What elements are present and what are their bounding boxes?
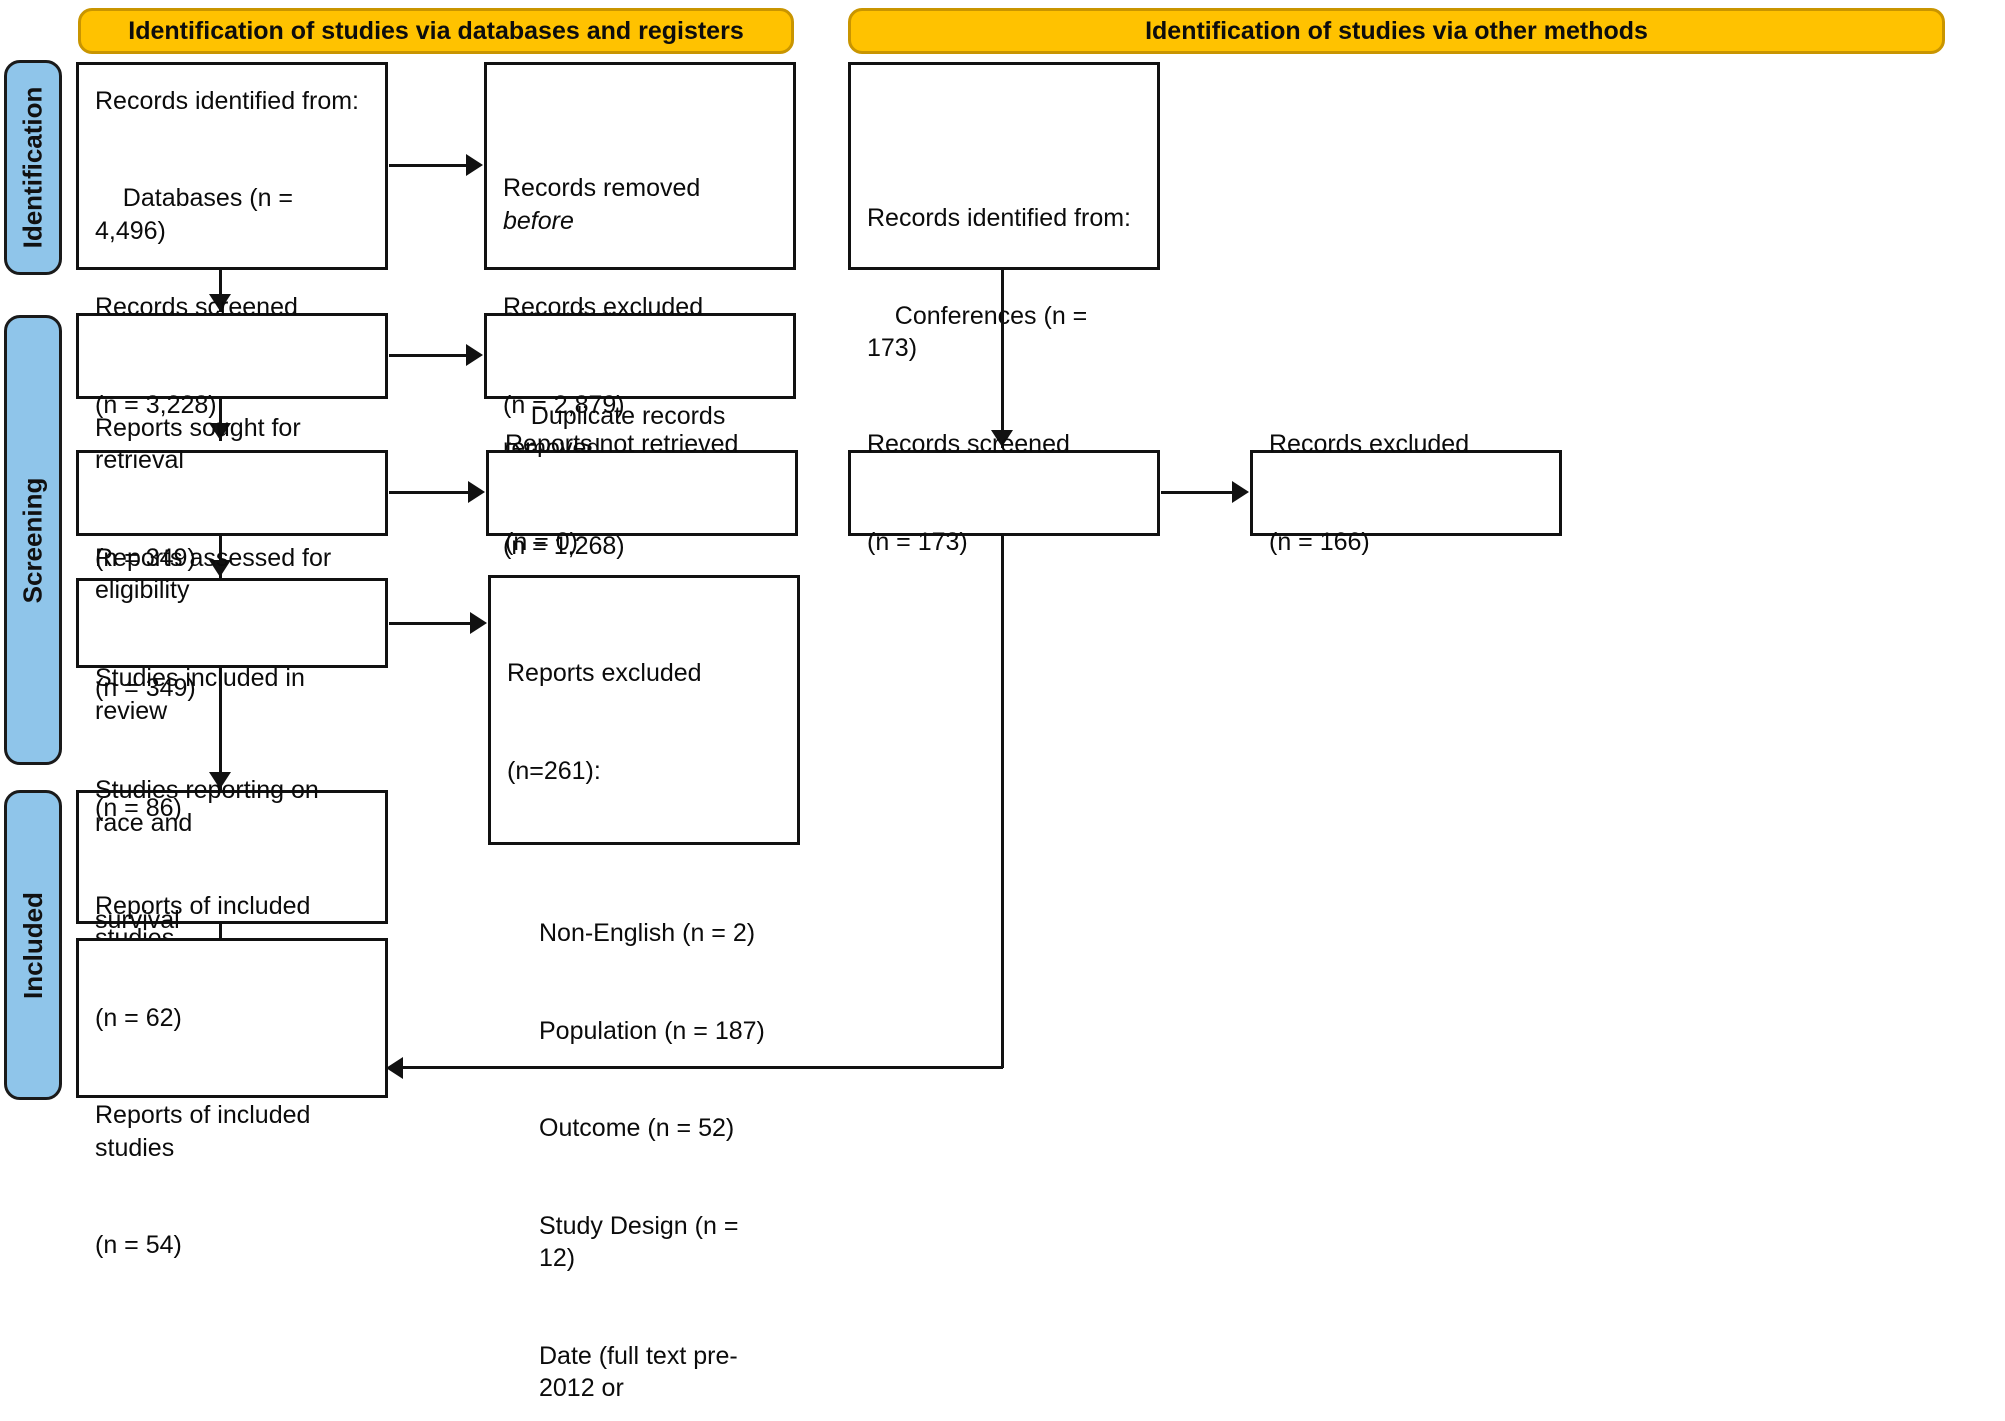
connector-assessed-to-included [219,668,222,790]
section-header-other-methods-label: Identification of studies via other meth… [1145,16,1648,45]
reports-sought-line2: (n = 349) [95,543,196,572]
reports-assessed-line1: Reports assessed for eligibility [95,543,339,605]
arrowhead-sought-to-not-retrieved [468,481,485,503]
arrowhead-sought-to-assessed [209,560,231,577]
reports-excluded-header1: Reports excluded [507,659,702,687]
box-records-screened-other: Records screened (n = 173) [848,430,1160,556]
stage-label-included: Included [17,891,48,999]
box-reports-assessed: Reports assessed for eligibility (n = 34… [76,544,388,702]
reports-excluded-reason: Population (n = 187) [539,1016,765,1045]
box-reports-sought: Reports sought for retrieval (n = 349) [76,414,388,572]
records-screened-other-line2: (n = 173) [867,527,968,556]
records-removed-line1-italic: before [503,206,574,235]
connector-assessed-to-excluded [389,622,471,625]
records-screened-db-line2: (n = 3,228) [95,390,217,419]
box-reports-not-retrieved: Reports not retrieved (n = 0) [486,430,798,556]
box-records-removed-before-screening: Records removed before screening: Duplic… [484,62,796,560]
arrowhead-screened-to-sought [209,423,231,440]
box-records-identified-other: Records identified from: Conferences (n … [848,62,1160,362]
arrowhead-other-to-included [386,1057,403,1079]
studies-race-survival-line5: (n = 54) [95,1231,182,1260]
reports-excluded-reason: Date (full text pre-2012 or [539,1341,738,1403]
connector-screened-other-to-excluded-other [1161,491,1233,494]
studies-race-survival-line4: Reports of included studies [95,1101,318,1162]
section-header-other-methods: Identification of studies via other meth… [848,8,1945,54]
connector-screened-to-sought [219,399,222,441]
arrowhead-assessed-to-included [209,772,231,789]
arrowhead-other-identified-to-screened [991,430,1013,447]
connector-other-left-to-included [402,1066,1003,1069]
records-excluded-other-line2: (n = 166) [1269,527,1370,556]
reports-not-retrieved-line1: Reports not retrieved [505,430,739,458]
reports-not-retrieved-line2: (n = 0) [505,527,578,556]
records-identified-db-line1: Records identified from: [95,86,360,115]
arrowhead-identified-to-removed [466,154,483,176]
studies-included-line1: Studies included in review [95,664,312,725]
studies-race-survival-line3: (n = 62) [95,1003,182,1032]
section-header-databases: Identification of studies via databases … [78,8,794,54]
stage-pill-included: Included [4,790,62,1100]
reports-excluded-reason: Outcome (n = 52) [539,1114,735,1142]
studies-included-line2: (n = 86) [95,794,182,822]
box-records-identified-databases: Records identified from: Databases (n = … [76,62,388,270]
connector-identified-to-screened [219,270,222,312]
records-identified-other-line2: Conferences (n = 173) [867,301,1095,363]
box-reports-excluded-detail: Reports excluded (n=261): Non-English (n… [488,575,800,1402]
records-removed-line1: Records removed [503,174,708,202]
arrowhead-assessed-to-excluded [470,612,487,634]
records-removed-line4: (n = 1,268) [503,531,625,560]
box-records-excluded-databases: Records excluded (n = 2,879) [484,293,796,419]
arrowhead-screened-to-excluded-db [466,344,483,366]
records-identified-other-line1: Records identified from: [867,204,1132,232]
records-screened-db-line1: Records screened [95,293,298,321]
box-studies-race-survival: Studies reporting on race and survival (… [76,776,388,1259]
studies-race-survival-line1: Studies reporting on race and [95,776,326,837]
connector-sought-to-assessed [219,536,222,578]
records-excluded-other-line1: Records excluded [1269,430,1470,458]
connector-identified-to-removed [389,164,467,167]
records-screened-other-line1: Records screened [867,430,1070,458]
section-header-databases-label: Identification of studies via databases … [128,16,744,45]
records-identified-db-line2: Databases (n = 4,496) [95,184,300,245]
stage-pill-screening: Screening [4,315,62,765]
box-records-screened-databases: Records screened (n = 3,228) [76,293,388,419]
reports-excluded-header2: (n=261): [507,756,601,785]
arrowhead-screened-other-to-excluded-other [1232,481,1249,503]
connector-other-identified-to-screened [1001,270,1004,448]
records-removed-line1-wrap: Records removed before [503,172,777,237]
studies-race-survival-line2: survival [95,906,180,935]
reports-excluded-reason: Study Design (n = 12) [539,1211,746,1273]
stage-label-identification: Identification [17,86,48,249]
records-excluded-db-line1: Records excluded [503,293,704,321]
reports-excluded-reason: Non-English (n = 2) [539,919,756,947]
reports-assessed-line2: (n = 349) [95,673,196,702]
stage-pill-identification: Identification [4,60,62,275]
arrowhead-identified-to-screened [209,294,231,311]
box-studies-included: Studies included in review (n = 86) Repo… [76,664,388,1050]
box-records-excluded-other: Records excluded (n = 166) [1250,430,1562,556]
connector-other-down-to-included [1001,536,1004,1068]
stage-label-screening: Screening [17,477,48,603]
connector-screened-to-excluded-db [389,354,467,357]
records-excluded-db-line2: (n = 2,879) [503,390,625,419]
connector-sought-to-not-retrieved [389,491,469,494]
reports-sought-line1: Reports sought for retrieval [95,413,308,475]
reports-excluded-reason-list: Non-English (n = 2) Population (n = 187)… [507,852,781,1421]
